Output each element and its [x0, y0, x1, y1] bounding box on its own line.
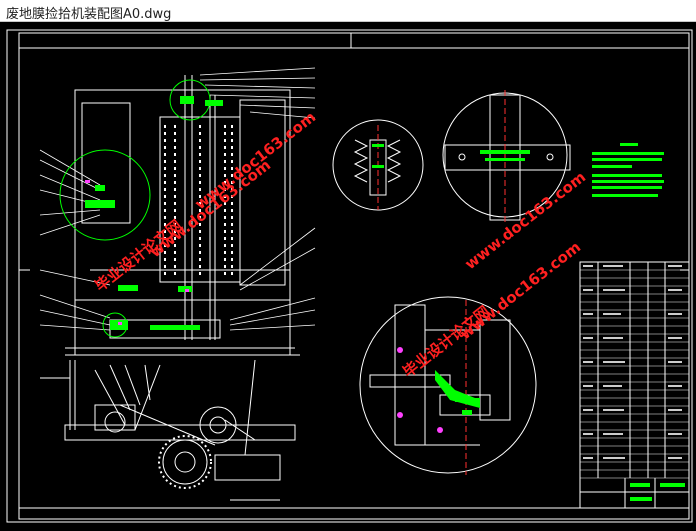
detail-view-3-magenta-marks: [397, 347, 443, 433]
detail-view-2-green-parts: [480, 150, 530, 161]
watermarks: 毕业设计论文网 www.doc163.com 毕业设计论文网 www.doc16…: [91, 108, 589, 381]
parts-list-text: [583, 265, 682, 459]
watermark-text: www.doc163.com: [191, 108, 319, 213]
title-block-text: [630, 483, 685, 501]
title-bar: 废地膜捡拾机装配图A0.dwg: [0, 0, 696, 22]
side-view: [40, 359, 296, 501]
parts-list-table: [579, 261, 690, 509]
cad-drawing: 毕业设计论文网 www.doc163.com 毕业设计论文网 www.doc16…: [6, 29, 693, 523]
parts-list-rows: [580, 269, 689, 479]
front-view: [65, 75, 300, 356]
detail-view-3-green-parts: [435, 370, 480, 415]
detail-view-3: [359, 296, 537, 474]
detail-view-1: [332, 119, 424, 211]
front-view-detail-circles: [59, 79, 211, 338]
technical-notes: [592, 143, 664, 197]
drawing-canvas[interactable]: 毕业设计论文网 www.doc163.com 毕业设计论文网 www.doc16…: [0, 22, 696, 526]
front-view-magenta-marks: [85, 180, 189, 325]
window-title: 废地膜捡拾机装配图A0.dwg: [6, 7, 172, 22]
leader-lines: [39, 67, 316, 331]
detail-view-1-fins: [353, 139, 402, 183]
side-view-gear-teeth: [158, 435, 212, 489]
title-block: [580, 478, 689, 508]
detail-view-1-green-parts: [372, 144, 384, 168]
